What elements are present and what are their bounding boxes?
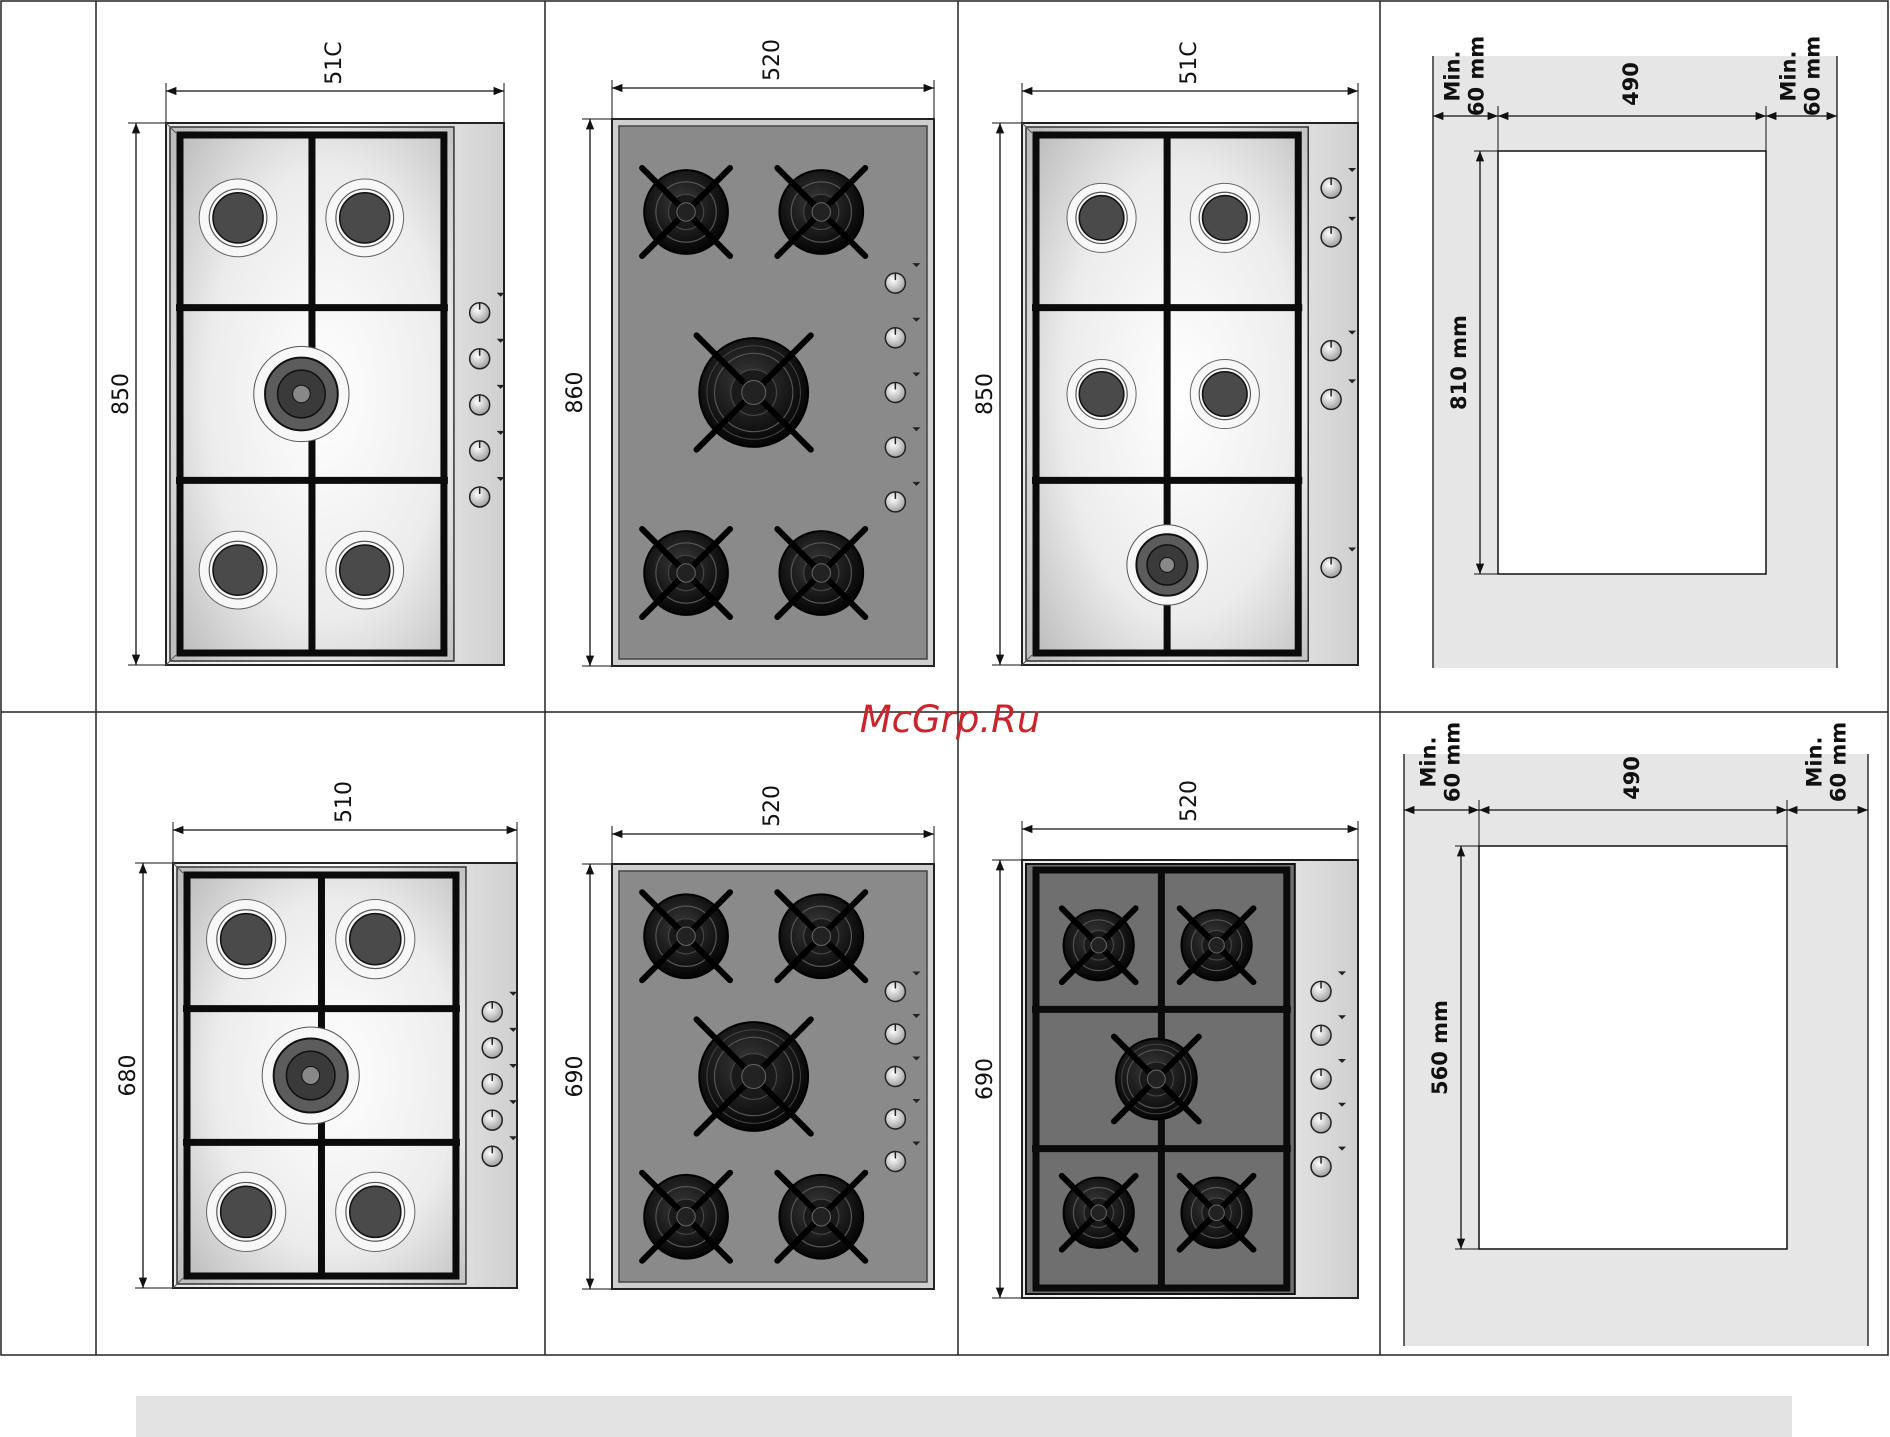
cutout-opening (1498, 151, 1766, 574)
burner-cap (1203, 196, 1248, 241)
burner-cap (340, 545, 390, 595)
min-clearance-value: 60 mm (1441, 722, 1465, 802)
cutout-depth-label: 810 mm (1447, 315, 1471, 410)
hob-row1-hob2: 520 860 (563, 39, 934, 666)
hob-row1-hob1: 51C 850 (109, 41, 505, 665)
burner-cap (1203, 372, 1248, 417)
depth-label: 690 (973, 1058, 998, 1100)
burner-center (1091, 1205, 1106, 1220)
burner-center (1209, 1205, 1224, 1220)
width-label: 520 (1177, 780, 1202, 822)
width-label: 51C (1177, 41, 1202, 84)
width-label: 520 (760, 785, 785, 827)
burner-center (677, 927, 695, 945)
burner-center (1091, 938, 1106, 953)
burner-cap (221, 1186, 272, 1237)
footer-band (136, 1396, 1792, 1437)
min-clearance-label: Min. (1803, 736, 1827, 787)
cutout-depth-label: 560 mm (1428, 1000, 1452, 1095)
hob-row2-hob1: 510 680 (116, 781, 517, 1288)
burner-center (812, 564, 830, 582)
hob-row1-hob3: 51C 850 (973, 41, 1358, 665)
hob-drawings: 51C 850 520 860 51C 850 510 680 520 690 520 690 (109, 39, 1358, 1298)
burner-cap (350, 914, 401, 965)
burner-center (677, 564, 695, 582)
wok-cap (302, 1067, 320, 1085)
min-clearance-value: 60 mm (1827, 722, 1851, 802)
min-clearance-value: 60 mm (1801, 36, 1825, 116)
burner-cap (1079, 196, 1124, 241)
min-clearance-value: 60 mm (1465, 36, 1489, 116)
burner-center (812, 203, 830, 221)
min-clearance-label: Min. (1777, 50, 1801, 101)
burner-center (677, 203, 695, 221)
hob-row2-hob3: 520 690 (973, 780, 1358, 1298)
burner-cap (350, 1186, 401, 1237)
depth-label: 680 (116, 1055, 141, 1097)
cutout-width-label: 490 (1619, 62, 1643, 106)
burner-center (677, 1208, 695, 1226)
width-label: 510 (332, 781, 357, 823)
hob-row2-hob2: 520 690 (563, 785, 934, 1289)
wok-cap (293, 385, 311, 403)
cutout-width-label: 490 (1620, 756, 1644, 800)
width-label: 51C (322, 41, 347, 84)
burner-cap (213, 545, 263, 595)
burner-center (742, 381, 766, 405)
cutout-opening (1479, 846, 1787, 1249)
burner-cap (1079, 372, 1124, 417)
cutout-row2: Min.60 mm490Min.60 mm560 mm (1404, 722, 1868, 1346)
wok-cap (1160, 558, 1175, 573)
depth-label: 690 (563, 1056, 588, 1098)
width-label: 520 (760, 39, 785, 81)
burner-center (1148, 1070, 1166, 1088)
depth-label: 860 (563, 372, 588, 414)
burner-center (812, 927, 830, 945)
burner-center (1209, 938, 1224, 953)
depth-label: 850 (973, 373, 998, 415)
burner-cap (213, 193, 263, 243)
burner-cap (221, 914, 272, 965)
watermark: McGrp.Ru (860, 698, 1041, 741)
depth-label: 850 (109, 373, 134, 415)
burner-cap (340, 193, 390, 243)
min-clearance-label: Min. (1417, 736, 1441, 787)
burner-center (812, 1208, 830, 1226)
min-clearance-label: Min. (1441, 50, 1465, 101)
burner-center (742, 1065, 766, 1089)
